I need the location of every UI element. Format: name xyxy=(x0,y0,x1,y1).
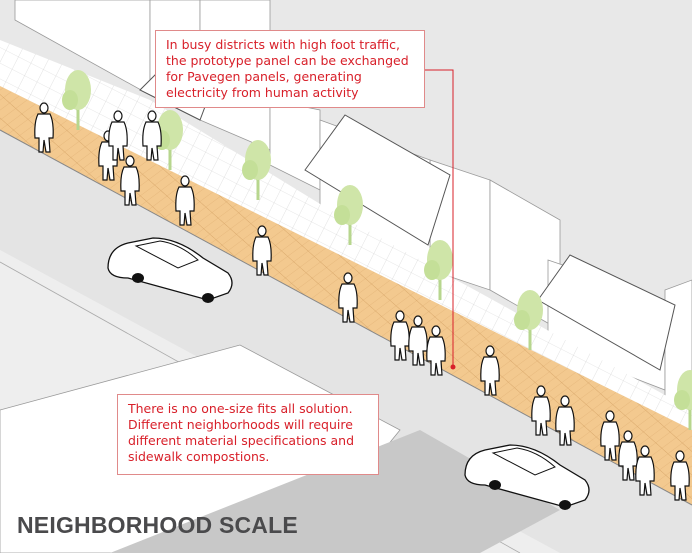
callout-line: electricity from human activity xyxy=(166,85,359,100)
callout-marker-dot xyxy=(450,364,456,370)
callout-line: the prototype panel can be exchanged xyxy=(166,53,409,68)
callout-line: Different neighborhoods will require xyxy=(128,417,353,432)
callout-line: different material specifications and xyxy=(128,433,355,448)
diagram-title: NEIGHBORHOOD SCALE xyxy=(17,512,298,538)
callout-line: for Pavegen panels, generating xyxy=(166,69,362,84)
callout-line: In busy districts with high foot traffic… xyxy=(166,37,400,52)
callout-line: There is no one-size fits all solution. xyxy=(128,401,353,416)
callout-line: sidewalk compostions. xyxy=(128,449,270,464)
callout-leader-line xyxy=(425,69,454,367)
solution-callout: There is no one-size fits all solution. … xyxy=(117,394,379,475)
pavegen-callout: In busy districts with high foot traffic… xyxy=(155,30,425,108)
rooftop-dark xyxy=(110,430,560,553)
